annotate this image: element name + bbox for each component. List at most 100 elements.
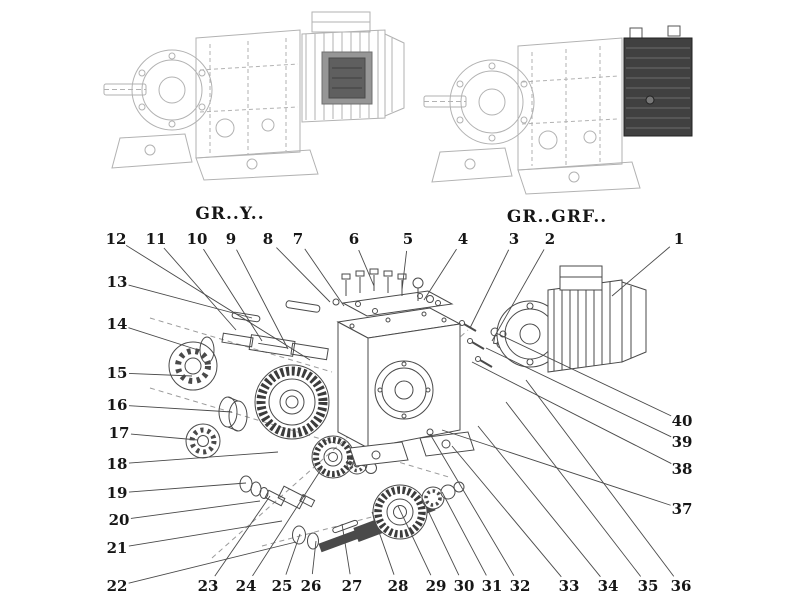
leader-line-14 — [128, 327, 199, 351]
callout-13: 13 — [107, 273, 253, 319]
callout-number-28: 28 — [388, 577, 409, 595]
leader-line-37 — [441, 429, 671, 506]
callout-5: 5 — [401, 230, 413, 291]
mounting-feet-right — [431, 147, 641, 195]
leader-line-34 — [477, 425, 601, 577]
callout-11: 11 — [146, 230, 237, 331]
callout-37: 37 — [441, 429, 693, 518]
motor-assembly — [459, 265, 647, 373]
callout-30: 30 — [421, 497, 475, 595]
callout-2: 2 — [491, 230, 555, 342]
callout-number-5: 5 — [403, 230, 413, 248]
seal-ring — [199, 336, 215, 364]
motor-bolts — [459, 320, 493, 368]
callout-number-10: 10 — [187, 230, 208, 248]
variant-label-gr-y: GR..Y.. — [195, 204, 264, 224]
callout-14: 14 — [107, 315, 199, 351]
callout-8: 8 — [263, 230, 331, 303]
callout-number-30: 30 — [454, 577, 475, 595]
callout-number-11: 11 — [146, 230, 167, 248]
leader-line-8 — [276, 247, 331, 303]
leader-line-15 — [128, 373, 193, 377]
callout-number-29: 29 — [426, 577, 447, 595]
leader-line-31 — [441, 491, 487, 576]
leader-line-7 — [304, 248, 345, 307]
pinion-shaft — [264, 485, 316, 510]
leader-line-36 — [525, 379, 675, 577]
callout-number-13: 13 — [107, 273, 128, 291]
drain-plug — [426, 428, 434, 436]
leader-line-25 — [285, 533, 301, 575]
callout-17: 17 — [109, 424, 199, 442]
callout-38: 38 — [471, 361, 692, 478]
output-shaft-front — [103, 83, 147, 96]
key-icon — [332, 519, 359, 534]
callout-22: 22 — [107, 541, 297, 595]
callout-27: 27 — [341, 523, 362, 595]
callout-15: 15 — [107, 364, 193, 382]
leader-line-9 — [236, 249, 289, 350]
leader-line-23 — [214, 495, 271, 577]
plug — [332, 298, 340, 306]
output-shaft-front-right — [423, 95, 467, 108]
washer — [239, 475, 253, 493]
leader-line-5 — [401, 250, 408, 291]
callout-number-26: 26 — [301, 577, 322, 595]
callout-number-9: 9 — [226, 230, 236, 248]
assembled-view-gr-grf — [423, 25, 693, 195]
gear-housing-right — [517, 37, 623, 171]
leader-line-4 — [423, 248, 457, 301]
leader-line-20 — [130, 500, 261, 519]
callout-number-16: 16 — [107, 396, 128, 414]
callout-19: 19 — [107, 482, 247, 502]
leader-line-6 — [358, 249, 375, 287]
callout-number-31: 31 — [482, 577, 503, 595]
callout-24: 24 — [236, 467, 323, 595]
bearing-large — [168, 341, 218, 391]
leader-line-39 — [485, 347, 672, 438]
callout-number-25: 25 — [272, 577, 293, 595]
callout-31: 31 — [441, 491, 503, 595]
leader-line-11 — [163, 247, 237, 331]
callout-number-7: 7 — [293, 230, 303, 248]
callout-1: 1 — [611, 230, 684, 297]
callout-10: 10 — [187, 230, 263, 342]
callout-4: 4 — [423, 230, 468, 301]
callout-number-39: 39 — [672, 433, 693, 451]
motor-flange — [496, 300, 564, 368]
leader-line-26 — [311, 540, 317, 575]
gear-housing-left — [195, 29, 301, 159]
washer — [307, 532, 319, 550]
assembled-view-gr-y — [103, 11, 405, 181]
callout-35: 35 — [505, 401, 659, 595]
callout-number-37: 37 — [672, 500, 693, 518]
leader-line-32 — [429, 433, 515, 576]
leader-line-2 — [491, 249, 545, 342]
callout-number-1: 1 — [674, 230, 684, 248]
callout-number-15: 15 — [107, 364, 128, 382]
callout-9: 9 — [226, 230, 289, 350]
gear-output — [372, 484, 428, 540]
callout-26: 26 — [301, 540, 322, 595]
leader-line-35 — [505, 401, 642, 577]
front-flange — [131, 49, 213, 131]
callout-number-35: 35 — [638, 577, 659, 595]
front-flange-right — [449, 59, 535, 145]
leader-line-40 — [495, 332, 672, 417]
callout-25: 25 — [272, 533, 301, 595]
callout-33: 33 — [451, 445, 579, 595]
washer — [259, 487, 269, 499]
callout-28: 28 — [371, 511, 409, 595]
callout-3: 3 — [469, 230, 519, 329]
leader-line-30 — [421, 497, 460, 576]
leader-line-27 — [341, 523, 351, 575]
leader-line-16 — [128, 405, 233, 413]
callout-number-19: 19 — [107, 484, 128, 502]
callout-number-12: 12 — [106, 230, 127, 248]
callout-29: 29 — [397, 505, 447, 595]
leader-line-22 — [128, 541, 297, 584]
callout-16: 16 — [107, 396, 233, 414]
